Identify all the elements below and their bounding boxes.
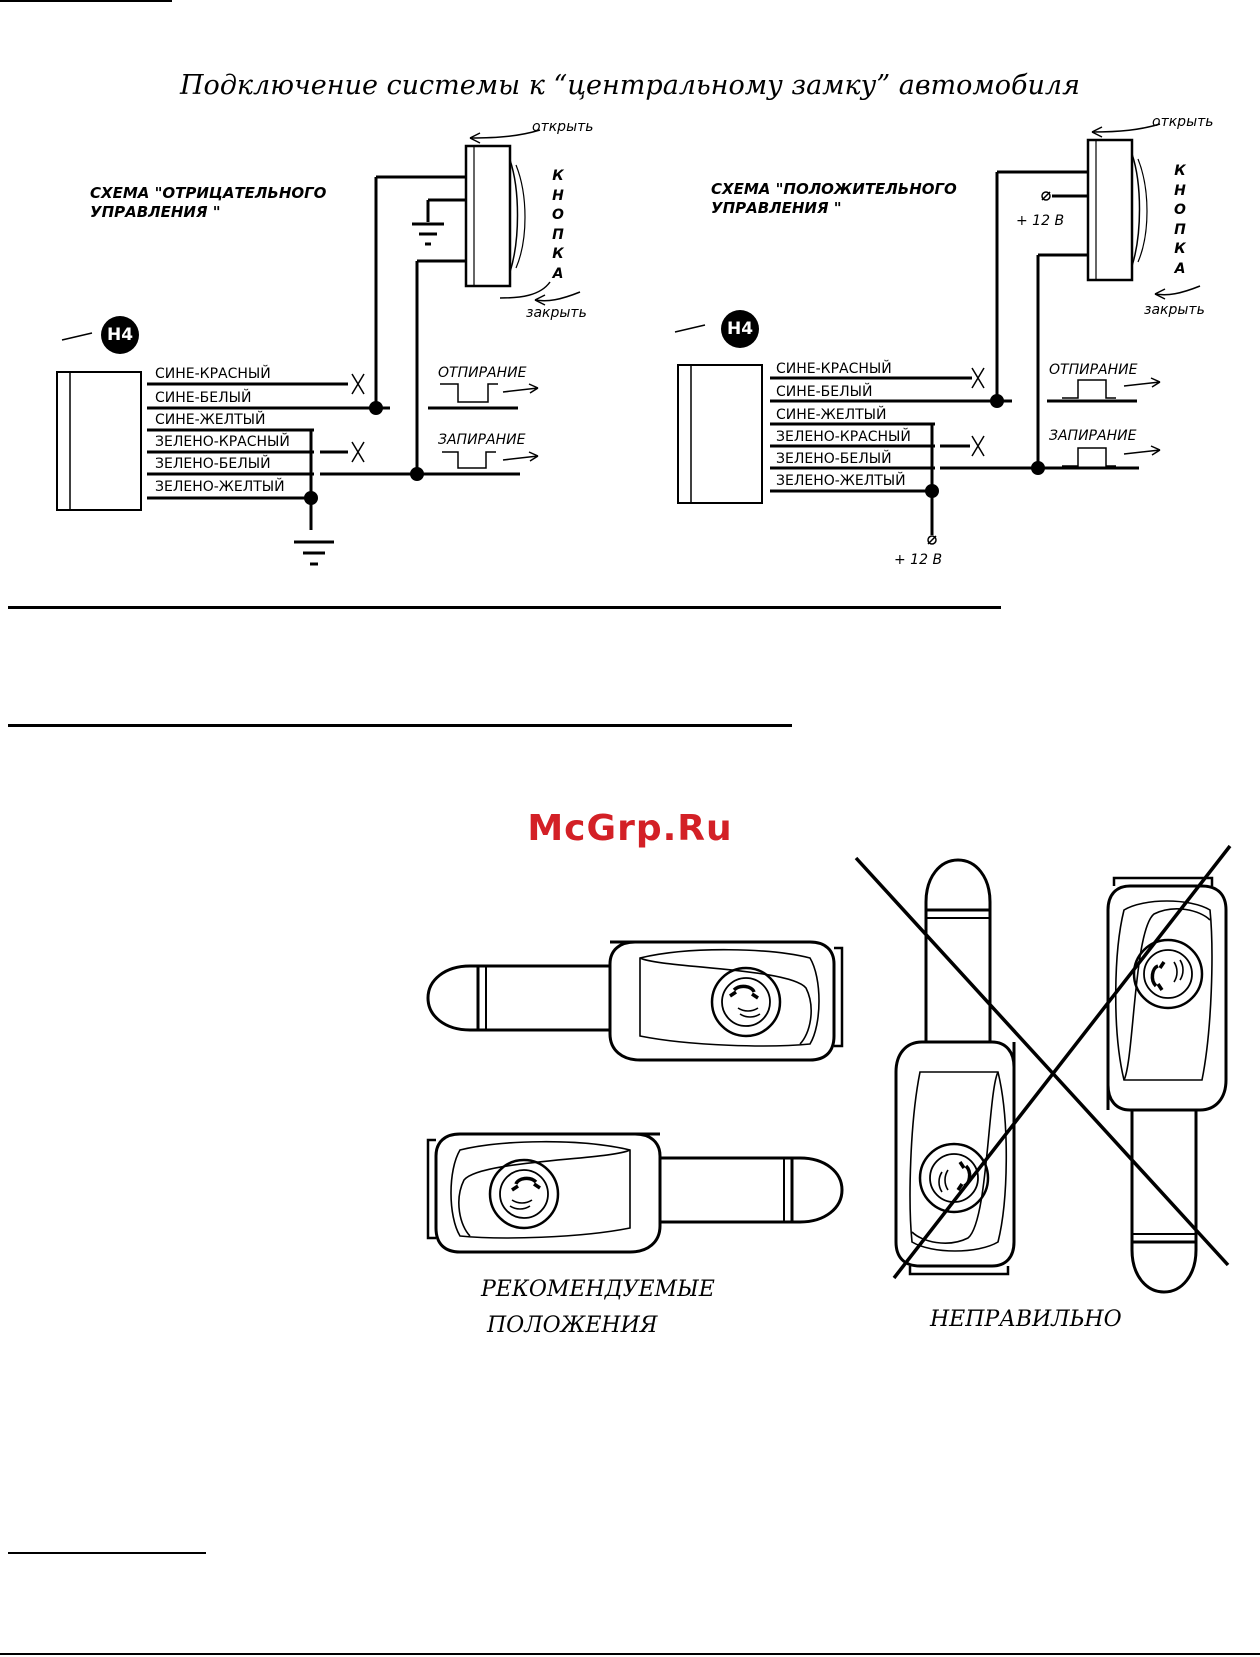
left-button-letter: А: [552, 265, 564, 282]
section-rule-2: [8, 724, 792, 727]
fob-recommended-1: [426, 940, 844, 1062]
fob-wrong-2: [1106, 876, 1228, 1294]
fob-recommended-2: [426, 1132, 844, 1254]
right-connector-arrow: [674, 324, 706, 333]
left-connector-box: [56, 371, 142, 511]
right-plus12-top: + 12 В: [1016, 213, 1065, 229]
left-lock-pulse: [442, 451, 496, 469]
right-wire-4: ЗЕЛЕНО-КРАСНЫЙ: [776, 429, 911, 445]
left-scheme-title-line1: СХЕМА "ОТРИЦАТЕЛЬНОГО: [90, 184, 327, 202]
right-connector-label: H4: [721, 310, 759, 348]
left-open-label: открыть: [532, 119, 594, 135]
right-wire-6: ЗЕЛЕНО-ЖЕЛТЫЙ: [776, 473, 906, 489]
right-close-label: закрыть: [1144, 302, 1205, 318]
right-button-caption: К Н О П К А: [1172, 162, 1188, 279]
watermark: McGrp.Ru: [527, 808, 733, 849]
left-wire-6: ЗЕЛЕНО-ЖЕЛТЫЙ: [155, 479, 285, 495]
right-wire-1: СИНЕ-КРАСНЫЙ: [776, 361, 892, 377]
left-button-caption: К Н О П К А: [550, 167, 566, 284]
left-wire-4: ЗЕЛЕНО-КРАСНЫЙ: [155, 434, 290, 450]
left-connector-label: H4: [101, 316, 139, 354]
footnote-rule: [8, 1552, 206, 1554]
bottom-rule: [0, 1653, 1260, 1655]
right-connector-box: [677, 364, 763, 504]
left-unlock-label: ОТПИРАНИЕ: [438, 365, 527, 381]
left-unlock-pulse: [440, 383, 498, 403]
right-wire-5: ЗЕЛЕНО-БЕЛЫЙ: [776, 451, 892, 467]
left-close-label: закрыть: [526, 305, 587, 321]
right-button-letter: К: [1174, 163, 1186, 179]
right-scheme-title-line2: УПРАВЛЕНИЯ ": [711, 199, 842, 217]
left-wire-1: СИНЕ-КРАСНЫЙ: [155, 366, 271, 382]
left-connector-arrow: [61, 332, 93, 341]
left-button-letter: Н: [552, 187, 564, 204]
caption-recommended-2: ПОЛОЖЕНИЯ: [487, 1313, 658, 1338]
page-title: Подключение системы к “центральному замк…: [180, 70, 1080, 101]
top-left-rule: [0, 0, 172, 2]
left-wire-5: ЗЕЛЕНО-БЕЛЫЙ: [155, 456, 271, 472]
left-lock-label: ЗАПИРАНИЕ: [438, 432, 526, 448]
right-unlock-pulse: [1062, 379, 1116, 399]
right-scheme-title-line1: СХЕМА "ПОЛОЖИТЕЛЬНОГО: [711, 180, 957, 198]
caption-recommended-1: РЕКОМЕНДУЕМЫЕ: [481, 1277, 715, 1302]
right-lock-label: ЗАПИРАНИЕ: [1049, 428, 1137, 444]
right-button-letter: П: [1174, 221, 1186, 238]
left-scheme-title: СХЕМА "ОТРИЦАТЕЛЬНОГО УПРАВЛЕНИЯ ": [90, 184, 326, 222]
left-wire-3: СИНЕ-ЖЕЛТЫЙ: [155, 412, 266, 428]
left-scheme-title-line2: УПРАВЛЕНИЯ ": [90, 203, 221, 221]
right-button-letter: А: [1174, 260, 1186, 277]
left-button-letter: П: [552, 226, 564, 243]
right-plus12-bottom: + 12 В: [894, 552, 943, 568]
right-wire-2: СИНЕ-БЕЛЫЙ: [776, 384, 873, 400]
right-wire-3: СИНЕ-ЖЕЛТЫЙ: [776, 407, 887, 423]
left-button-letter: О: [552, 207, 564, 223]
wrong-cross-mark: [854, 844, 1232, 1280]
right-button-letter: Н: [1174, 182, 1186, 199]
right-button-letter: О: [1174, 202, 1186, 218]
right-unlock-label: ОТПИРАНИЕ: [1049, 362, 1138, 378]
right-open-label: открыть: [1152, 114, 1214, 130]
caption-wrong: НЕПРАВИЛЬНО: [930, 1307, 1122, 1332]
right-scheme-title: СХЕМА "ПОЛОЖИТЕЛЬНОГО УПРАВЛЕНИЯ ": [711, 180, 957, 218]
right-button-letter: К: [1174, 241, 1186, 257]
right-lock-pulse: [1062, 447, 1116, 467]
left-button-letter: К: [552, 246, 564, 262]
left-wire-2: СИНЕ-БЕЛЫЙ: [155, 390, 252, 406]
wiring-diagrams: [56, 123, 1201, 566]
section-rule-1: [8, 606, 1001, 609]
left-button-letter: К: [552, 168, 564, 184]
